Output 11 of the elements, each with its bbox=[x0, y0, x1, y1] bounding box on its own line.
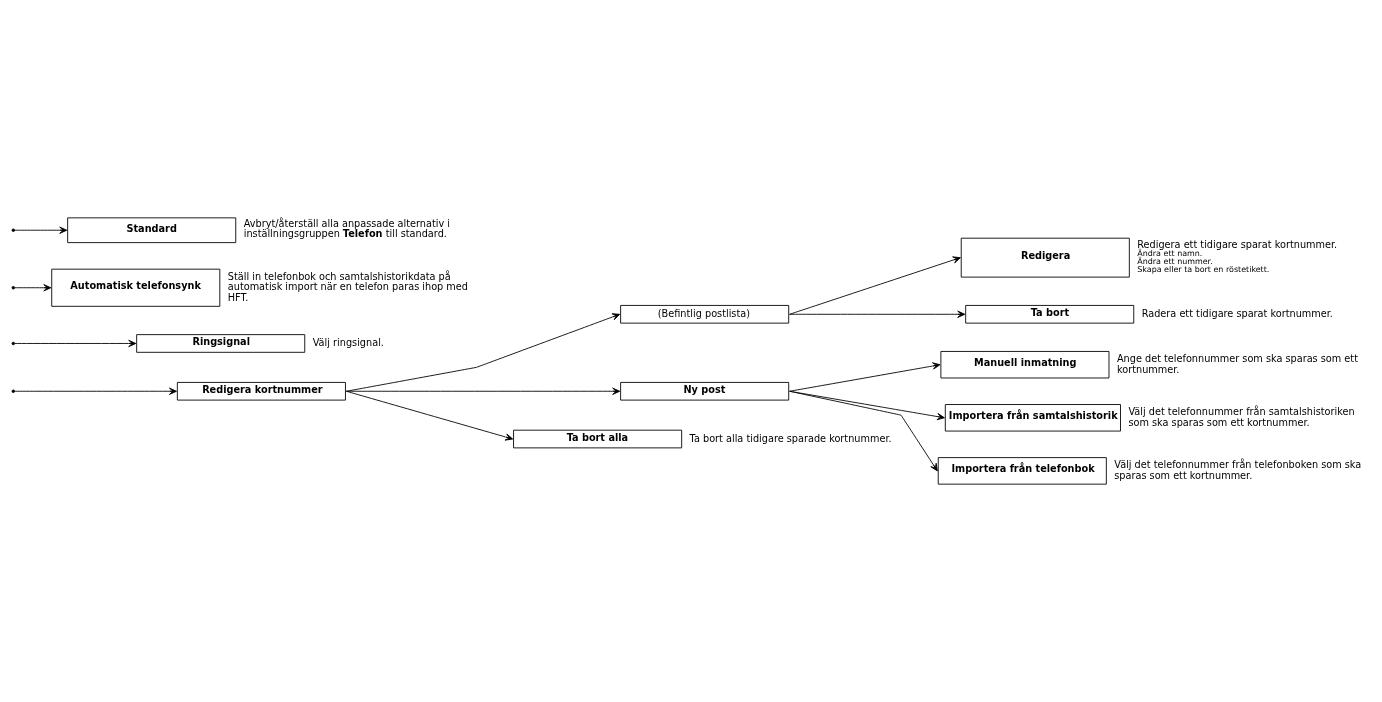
node-label: Skapa eller ta bort en röstetikett. bbox=[1137, 264, 1270, 274]
node-label: Radera ett tidigare sparat kortnummer. bbox=[1141, 307, 1333, 319]
node-label: Välj ringsignal. bbox=[312, 336, 384, 348]
node-label: Avbryt/återställ alla anpassade alternativ i inställningsgruppen Telefon till standard. bbox=[243, 218, 451, 240]
node-label: Ändra ett nummer. bbox=[1137, 257, 1213, 267]
node-label: Välj det telefonnummer från telefonboken som ska sparas som ett kortnummer. bbox=[1114, 459, 1362, 481]
node-label: Ställ in telefonbok och samtalshistorikdata på automatisk import när en telefon paras ihop med HFT. bbox=[227, 270, 468, 303]
node-label: Redigera ett tidigare sparat kortnummer. bbox=[1137, 238, 1338, 250]
node-label: Ta bort alla tidigare sparade kortnummer. bbox=[689, 432, 892, 444]
node-label: Välj det telefonnummer från samtalshistoriken som ska sparas som ett kortnummer. bbox=[1128, 405, 1355, 428]
node-label: Ange det telefonnummer som ska sparas som ett kortnummer. bbox=[1116, 352, 1358, 375]
